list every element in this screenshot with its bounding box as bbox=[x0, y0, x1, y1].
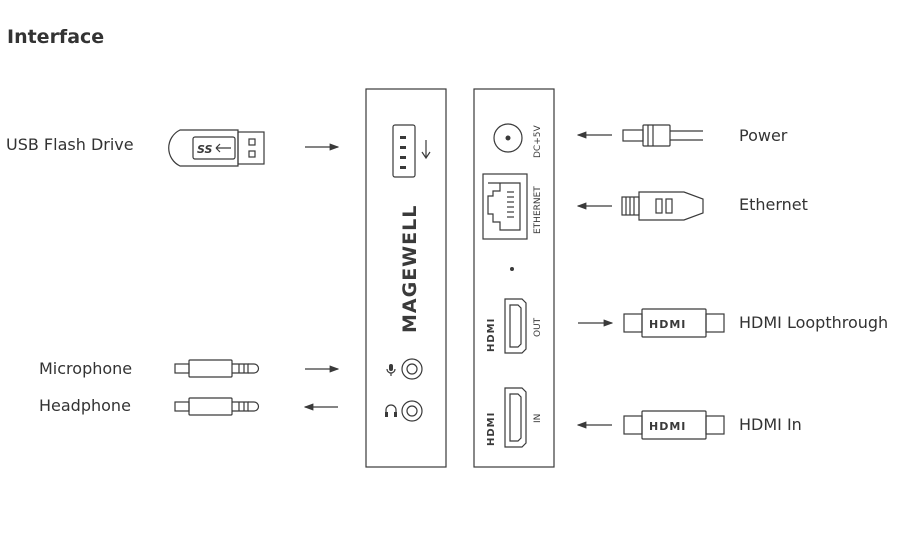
device-right-panel: DC+5V ETHERNET HDMI OUT HDMI IN bbox=[473, 88, 555, 468]
headphone-symbol-icon bbox=[385, 404, 397, 417]
page-title: Interface bbox=[7, 26, 105, 48]
hdmi-out-label: OUT bbox=[533, 317, 543, 337]
headphone-plug-icon bbox=[174, 397, 260, 416]
hdmi-in-logo: HDMI bbox=[486, 412, 497, 446]
usb-flash-drive-icon: SS bbox=[168, 129, 265, 167]
hdmi-in-label: HDMI In bbox=[739, 415, 802, 434]
ethernet-port bbox=[482, 173, 528, 240]
microphone-symbol-icon bbox=[386, 364, 396, 376]
dc-power-port bbox=[493, 123, 523, 153]
dc-label: DC+5V bbox=[533, 125, 543, 158]
brand-logo: MAGEWELL bbox=[399, 205, 421, 333]
hdmi-loopthrough-plug-logo: HDMI bbox=[649, 318, 686, 331]
microphone-label: Microphone bbox=[39, 359, 133, 378]
status-led bbox=[510, 267, 514, 271]
ethernet-port-label: ETHERNET bbox=[533, 186, 543, 234]
usb-logo-text: SS bbox=[197, 143, 213, 156]
hdmi-in-plug-icon: HDMI bbox=[623, 410, 725, 440]
microphone-jack bbox=[401, 358, 423, 380]
ethernet-label: Ethernet bbox=[739, 195, 808, 214]
usb-symbol-icon bbox=[421, 140, 431, 160]
power-label: Power bbox=[739, 126, 788, 145]
hdmi-out-port bbox=[504, 298, 527, 354]
headphone-label: Headphone bbox=[39, 396, 131, 415]
ethernet-plug-icon bbox=[621, 191, 704, 221]
headphone-jack bbox=[401, 400, 423, 422]
hdmi-in-plug-logo: HDMI bbox=[649, 420, 686, 433]
hdmi-in-port bbox=[504, 387, 527, 448]
hdmi-loopthrough-label: HDMI Loopthrough bbox=[739, 313, 889, 332]
usb-port bbox=[392, 124, 416, 178]
hdmi-in-label: IN bbox=[533, 414, 543, 423]
microphone-plug-icon bbox=[174, 359, 260, 378]
power-plug-icon bbox=[622, 124, 703, 147]
device-left-panel: MAGEWELL bbox=[365, 88, 447, 468]
usb-flash-drive-label: USB Flash Drive bbox=[6, 135, 134, 154]
hdmi-out-logo: HDMI bbox=[486, 318, 497, 352]
hdmi-loopthrough-plug-icon: HDMI bbox=[623, 308, 725, 338]
